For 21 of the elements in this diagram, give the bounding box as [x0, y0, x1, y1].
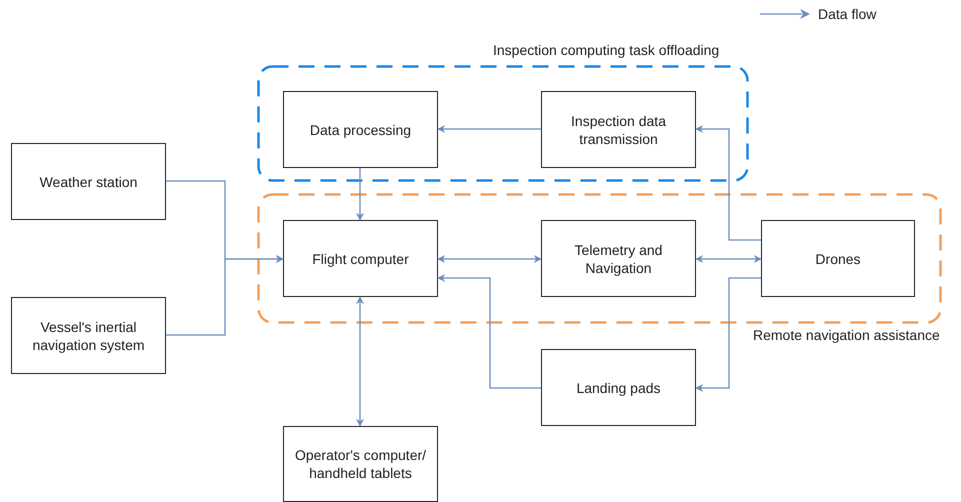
process-box: Drones: [761, 220, 915, 297]
arrow: [437, 125, 541, 133]
arrow: [356, 296, 364, 427]
process-box: Weather station: [11, 143, 166, 220]
arrow: [695, 277, 761, 392]
process-box: Data processing: [283, 91, 438, 168]
arrow: [695, 125, 761, 241]
process-box: Vessel's inertial navigation system: [11, 297, 166, 374]
arrow: [166, 255, 284, 336]
arrow: [437, 274, 541, 389]
arrow: [695, 255, 762, 263]
group-label: Inspection computing task offloading: [493, 42, 720, 58]
process-box: Telemetry and Navigation: [541, 220, 696, 297]
arrow: [356, 168, 364, 221]
process-box: Operator's computer/ handheld tablets: [283, 426, 438, 502]
process-box: Flight computer: [283, 220, 438, 297]
legend-label: Data flow: [818, 6, 876, 22]
process-box: Inspection data transmission: [541, 91, 696, 168]
group-label: Remote navigation assistance: [753, 327, 940, 343]
arrow: [437, 255, 542, 263]
process-box: Landing pads: [541, 349, 696, 426]
